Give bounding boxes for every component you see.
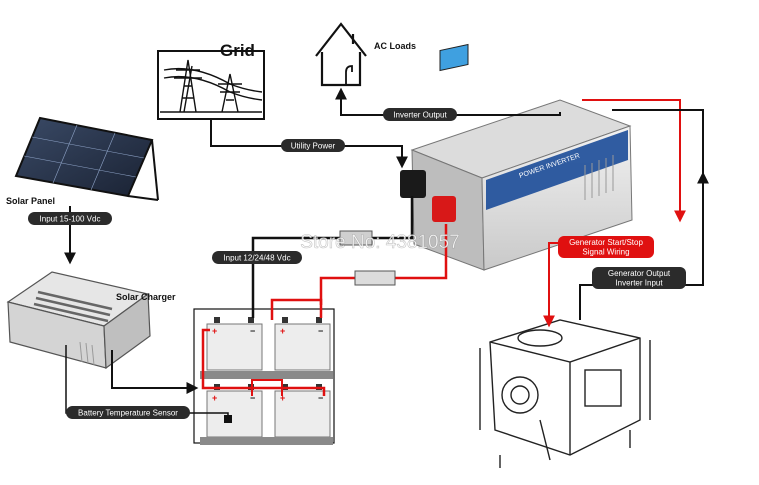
svg-text:Inverter Output: Inverter Output (393, 111, 447, 120)
svg-text:−: − (318, 326, 323, 336)
svg-text:+: + (280, 326, 285, 336)
label-gen-signal: Generator Start/Stop Signal Wiring (558, 236, 654, 258)
grid-title: Grid (220, 41, 255, 60)
svg-text:+: + (212, 326, 217, 336)
label-gen-output: Generator Output Inverter Input (592, 267, 686, 289)
svg-text:Signal Wiring: Signal Wiring (582, 248, 629, 257)
inverter: POWER INVERTER (400, 43, 633, 271)
battery-negative-wire (251, 236, 340, 318)
svg-text:Input 15-100 Vdc: Input 15-100 Vdc (40, 215, 101, 224)
solar-panel (14, 116, 159, 201)
svg-text:Battery Temperature Sensor: Battery Temperature Sensor (78, 409, 178, 418)
label-battery-temp-sensor: Battery Temperature Sensor (66, 406, 190, 419)
svg-text:Input 12/24/48 Vdc: Input 12/24/48 Vdc (223, 254, 290, 263)
svg-text:Generator Output: Generator Output (608, 269, 671, 278)
svg-text:+: + (280, 393, 285, 403)
battery-positive-wire (319, 276, 355, 305)
fuse-red (354, 270, 396, 286)
svg-text:−: − (250, 393, 255, 403)
label-inverter-output: Inverter Output (383, 108, 457, 121)
battery-bank: + − + − + − + − (193, 308, 335, 445)
ac-loads-title: AC Loads (374, 41, 416, 51)
svg-text:Inverter Input: Inverter Input (615, 279, 663, 288)
battery-row-top (200, 323, 333, 379)
svg-text:−: − (318, 393, 323, 403)
svg-text:+: + (212, 393, 217, 403)
label-input-solar: Input 15-100 Vdc (28, 212, 112, 225)
battery-row-bottom (200, 390, 333, 445)
grid-box (157, 50, 265, 120)
red-terminal (432, 196, 456, 222)
solar-charger (6, 271, 151, 370)
pylon-icon (160, 59, 263, 113)
house-icon (315, 22, 367, 87)
charger-to-battery-wire (111, 350, 199, 394)
fuse-black (339, 230, 373, 246)
svg-text:Utility Power: Utility Power (291, 142, 336, 151)
label-utility-power: Utility Power (281, 139, 345, 152)
watermark: Store No: 4381057 (300, 232, 460, 253)
solar-panel-title: Solar Panel (6, 196, 55, 206)
svg-text:Generator Start/Stop: Generator Start/Stop (569, 238, 643, 247)
svg-text:−: − (250, 326, 255, 336)
generator (479, 319, 651, 468)
black-terminal (400, 170, 426, 198)
solar-charger-title: Solar Charger (116, 292, 176, 302)
label-input-battery: Input 12/24/48 Vdc (212, 251, 302, 264)
